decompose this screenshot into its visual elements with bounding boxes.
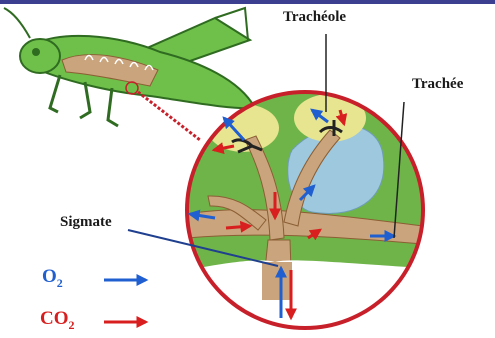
legend-o2: O2 (42, 266, 63, 291)
legend-co2: CO2 (40, 308, 75, 333)
label-tracheole: Trachéole (283, 9, 346, 26)
grasshopper-illustration (4, 8, 255, 126)
legend-o2-text: O (42, 266, 57, 287)
zoom-circle (187, 92, 423, 328)
top-border (0, 0, 495, 4)
label-sigmate: Sigmate (60, 214, 112, 231)
legend-co2-text: CO (40, 308, 69, 329)
legend-o2-sub: 2 (57, 276, 63, 290)
label-trachee: Trachée (412, 76, 463, 93)
legend-co2-sub: 2 (69, 318, 75, 332)
